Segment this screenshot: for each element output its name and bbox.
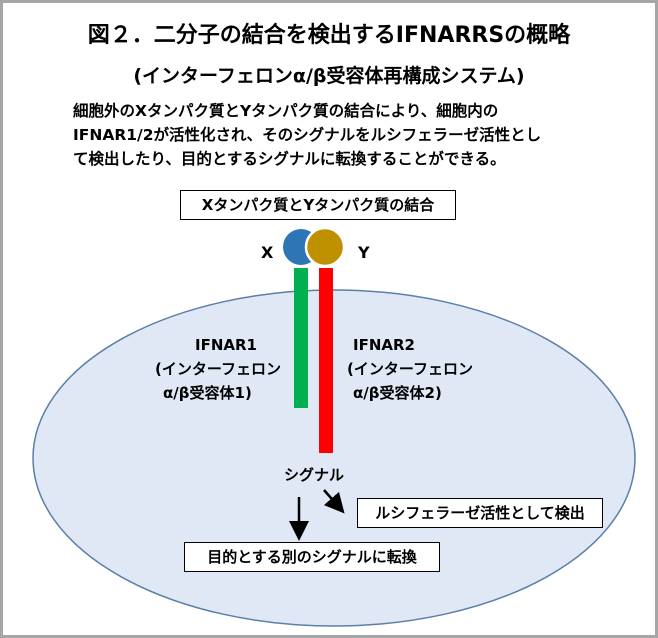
description: 細胞外のXタンパク質とYタンパク質の結合により、細胞内の IFNAR1/2が活性… <box>73 99 625 171</box>
diagram-canvas <box>32 226 636 627</box>
arrow-to-luciferase <box>323 489 345 514</box>
ifnar2-desc-line1: (インターフェロン <box>347 360 473 378</box>
description-line-3: て検出したり、目的とするシグナルに転換することができる。 <box>73 150 506 168</box>
luciferase-detection-box: ルシフェラーゼ活性として検出 <box>357 498 603 528</box>
description-line-2: IFNAR1/2が活性化され、そのシグナルをルシフェラーゼ活性とし <box>73 126 542 144</box>
binding-label-box: Xタンパク質とYタンパク質の結合 <box>180 190 456 220</box>
protein-x-label: X <box>261 243 274 262</box>
ifnar2-receptor <box>319 268 333 453</box>
ifnar2-name: IFNAR2 <box>353 336 415 354</box>
ifnar1-desc-line1: (インターフェロン <box>155 360 281 378</box>
signal-label: シグナル <box>284 466 345 484</box>
protein-y <box>304 226 346 268</box>
protein-y-label: Y <box>358 243 370 262</box>
figure-subtitle: (インターフェロンα/β受容体再構成システム) <box>133 65 525 87</box>
description-line-1: 細胞外のXタンパク質とYタンパク質の結合により、細胞内の <box>73 102 499 120</box>
ifnar1-desc-line2: α/β受容体1) <box>163 384 252 402</box>
figure-title: 図２．二分子の結合を検出するIFNARRSの概略 <box>87 23 571 48</box>
ifnar2-desc-line2: α/β受容体2) <box>353 384 442 402</box>
ifnar2-label: IFNAR2 (インターフェロン α/β受容体2) <box>347 333 473 405</box>
signal-conversion-box: 目的とする別のシグナルに転換 <box>184 542 440 572</box>
ifnar1-name: IFNAR1 <box>195 336 257 354</box>
ifnar1-label: IFNAR1 (インターフェロン α/β受容体1) <box>155 333 281 405</box>
ifnar1-receptor <box>294 268 308 408</box>
cell-membrane <box>32 289 636 627</box>
